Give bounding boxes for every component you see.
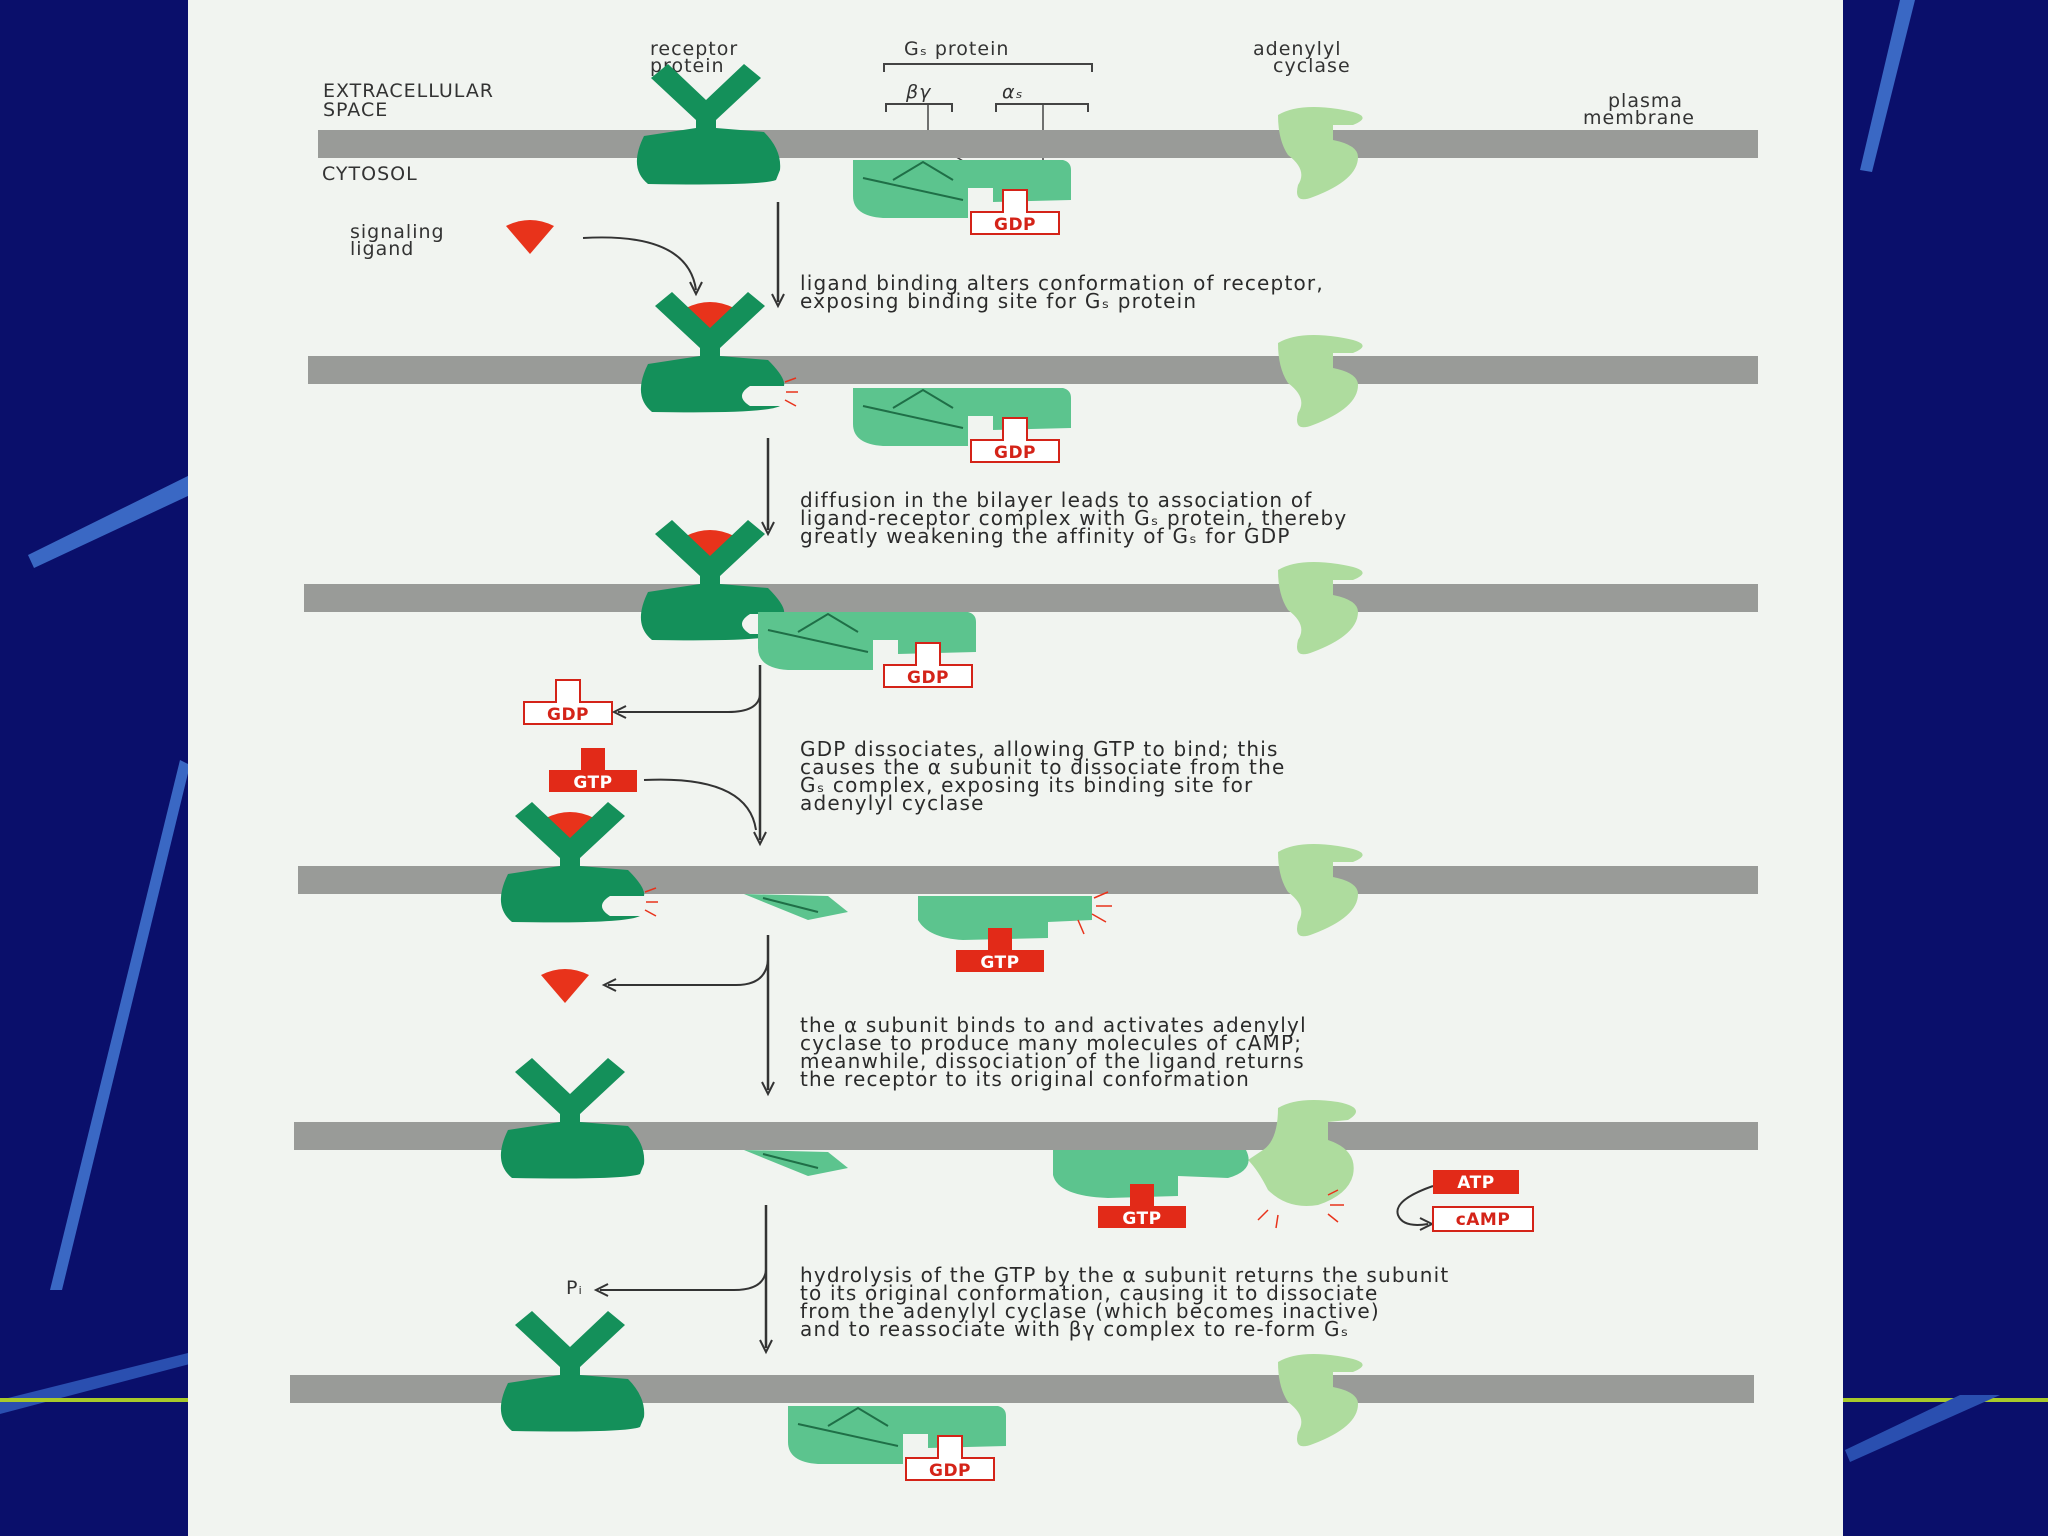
receptor-protein-1 (637, 64, 780, 185)
receptor-protein-5 (501, 1058, 644, 1179)
adenylyl-cyclase-5-active (1248, 1100, 1356, 1206)
step-1-text: ligand binding alters conformation of re… (800, 271, 1324, 313)
adenylyl-cyclase-4 (1278, 844, 1363, 936)
phosphate-label: Pᵢ (566, 1277, 583, 1299)
gtp-label-5: GTP (1122, 1209, 1161, 1229)
gs-protein-3 (758, 612, 976, 670)
gdp-label-2: GDP (994, 443, 1036, 463)
gtp-binding-arrow (644, 780, 756, 830)
gdp-label-3: GDP (907, 668, 949, 688)
beta-gamma-label: βγ (905, 81, 932, 103)
atp-conversion-arrow (1397, 1186, 1433, 1225)
ligand-release-arrow (608, 960, 768, 985)
alpha-s-label: αₛ (1002, 81, 1024, 103)
ligand-arrow (583, 237, 696, 290)
adenylyl-cyclase-2 (1278, 335, 1363, 427)
released-gdp-label: GDP (547, 705, 589, 725)
subunit-brackets (886, 104, 1088, 112)
step-5-text: hydrolysis of the GTP by the α subunit r… (800, 1263, 1449, 1341)
gs-protein-1 (853, 160, 1071, 218)
gs-protein-2 (853, 388, 1071, 446)
adenylyl-cyclase-6 (1278, 1354, 1363, 1446)
gs-protein-bracket (884, 64, 1092, 72)
atp-label: ATP (1457, 1173, 1494, 1193)
released-ligand (541, 969, 589, 1003)
camp-label: cAMP (1456, 1210, 1511, 1230)
step-4-text: the α subunit binds to and activates ade… (800, 1013, 1307, 1091)
cytosol-label: CYTOSOL (322, 163, 418, 185)
adenylyl-cyclase-3 (1278, 562, 1363, 654)
adenylyl-cyclase-1 (1278, 107, 1363, 199)
gtp-label-4: GTP (980, 953, 1019, 973)
gs-protein-label: Gₛ protein (904, 38, 1009, 60)
free-ligand-1 (506, 220, 554, 254)
gdp-label-1: GDP (994, 215, 1036, 235)
plasma-membrane-2 (308, 356, 1758, 384)
gdp-label-6: GDP (929, 1461, 971, 1481)
gdp-release-arrow (618, 695, 760, 712)
phosphate-release-arrow (600, 1270, 766, 1290)
plasma-membrane-1 (318, 130, 1758, 158)
step-3-text: GDP dissociates, allowing GTP to bind; t… (800, 737, 1285, 815)
plasma-membrane-3 (304, 584, 1758, 612)
gs-protein-6 (788, 1406, 1006, 1464)
receptor-protein-6 (501, 1311, 644, 1432)
incoming-gtp-label: GTP (573, 773, 612, 793)
step-2-text: diffusion in the bilayer leads to associ… (800, 488, 1347, 548)
